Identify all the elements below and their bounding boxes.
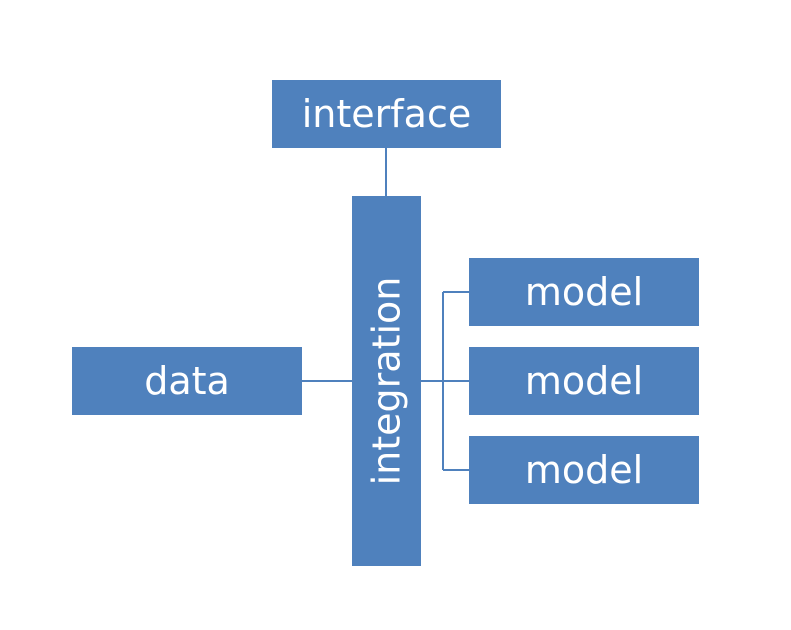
model-box-3: model <box>469 436 699 504</box>
integration-box: integration <box>352 196 421 566</box>
model-label-2: model <box>524 359 644 403</box>
model-label-3: model <box>524 448 644 492</box>
interface-box: interface <box>272 80 501 148</box>
interface-label: interface <box>301 92 472 136</box>
data-label: data <box>144 359 230 403</box>
data-box: data <box>72 347 302 415</box>
model-label-1: model <box>524 270 644 314</box>
model-box-2: model <box>469 347 699 415</box>
model-box-1: model <box>469 258 699 326</box>
integration-label: integration <box>364 276 409 486</box>
